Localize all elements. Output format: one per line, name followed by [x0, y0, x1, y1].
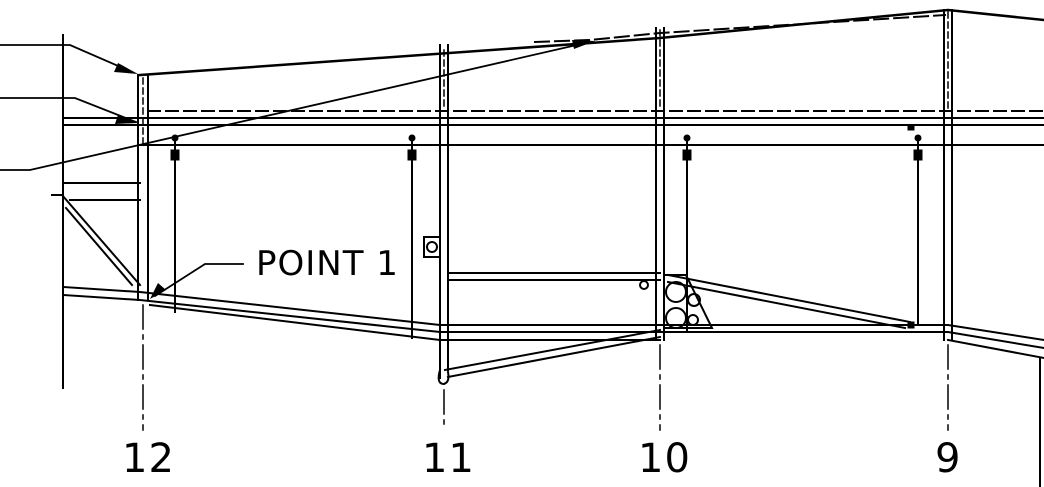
- lower-diag-2: [446, 335, 662, 379]
- frame-10: [655, 27, 665, 341]
- fitting-circle: [426, 241, 438, 253]
- diag-brace-2: [666, 280, 907, 330]
- frame-11: [439, 44, 449, 379]
- top-skin: [138, 8, 1044, 77]
- fitting-box: [423, 236, 441, 258]
- frame-12: [137, 74, 149, 301]
- pulley-cluster: [639, 274, 714, 329]
- hook: [437, 368, 450, 386]
- hanger-heads: [170, 124, 923, 329]
- lower-member-2: [61, 293, 1044, 350]
- left-brace: [51, 194, 142, 287]
- leader-lines: [0, 40, 592, 298]
- left-brace-2: [64, 206, 134, 287]
- frame-9: [943, 9, 953, 341]
- lower-diag: [443, 328, 662, 372]
- arrowheads: [114, 40, 595, 299]
- lower-member-4: [946, 338, 1044, 360]
- point-1-callout: POINT 1: [256, 244, 399, 284]
- station-centerlines: [142, 304, 949, 431]
- station-11-label: 11: [422, 436, 475, 482]
- top-dashed: [533, 13, 947, 44]
- lower-member-3: [148, 303, 661, 341]
- station-10-label: 10: [638, 436, 691, 482]
- station-12-label: 12: [122, 436, 175, 482]
- lower-member-1: [61, 285, 1044, 342]
- diag-brace: [666, 273, 912, 324]
- station-9-label: 9: [935, 436, 962, 482]
